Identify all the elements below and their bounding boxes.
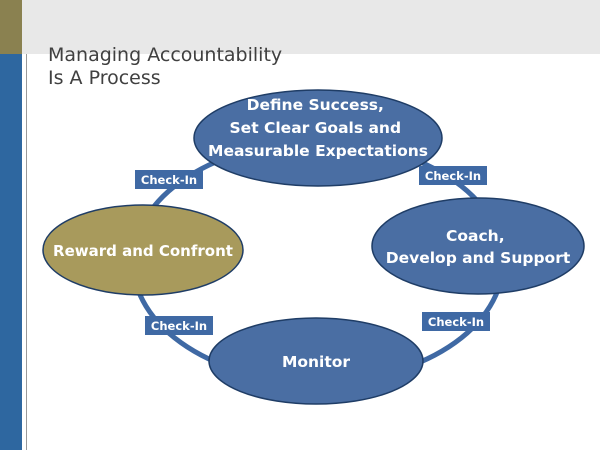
slide-title: Managing Accountability Is A Process xyxy=(48,44,282,90)
node-define-success-line-3: Measurable Expectations xyxy=(208,142,428,160)
check-in-tag-top-left-label: Check-In xyxy=(141,173,197,187)
check-in-tag-bottom-left-label: Check-In xyxy=(151,319,207,333)
node-monitor: Monitor xyxy=(208,317,424,405)
node-coach-line-1: Coach, xyxy=(446,227,505,245)
title-line-2: Is A Process xyxy=(48,67,161,89)
check-in-tag-bottom-left: Check-In xyxy=(145,316,213,335)
node-coach-line-2: Develop and Support xyxy=(386,249,571,267)
accent-strip-blue xyxy=(0,54,22,450)
check-in-tag-bottom-right: Check-In xyxy=(422,312,490,331)
node-reward-confront-label: Reward and Confront xyxy=(53,242,233,260)
check-in-tag-bottom-left-box xyxy=(145,316,213,335)
check-in-tag-top-right-box xyxy=(419,166,487,185)
node-define-success-shape xyxy=(193,89,443,187)
vertical-rule xyxy=(26,54,27,450)
node-monitor-line-1: Monitor xyxy=(282,353,350,371)
node-reward-confront-shape xyxy=(42,204,244,296)
title-line-1: Managing Accountability xyxy=(48,44,283,66)
node-define-success: Define Success, Set Clear Goals and Meas… xyxy=(193,89,443,187)
check-in-tag-bottom-right-label: Check-In xyxy=(428,315,484,329)
node-define-success-line-2: Set Clear Goals and xyxy=(230,119,402,137)
node-reward-confront: Reward and Confront xyxy=(42,204,244,296)
check-in-tag-top-left: Check-In xyxy=(135,170,203,189)
check-in-tag-bottom-right-box xyxy=(422,312,490,331)
node-coach: Coach, Develop and Support xyxy=(371,197,585,295)
check-in-tag-top-right-label: Check-In xyxy=(425,169,481,183)
node-coach-label: Coach, Develop and Support xyxy=(386,227,571,267)
check-in-tag-top-left-box xyxy=(135,170,203,189)
node-reward-confront-line-1: Reward and Confront xyxy=(53,242,233,260)
node-coach-shape xyxy=(371,197,585,295)
header-band xyxy=(0,0,600,54)
node-define-success-line-1: Define Success, xyxy=(247,96,384,114)
node-monitor-label: Monitor xyxy=(282,353,350,371)
check-in-tag-top-right: Check-In xyxy=(419,166,487,185)
node-monitor-shape xyxy=(208,317,424,405)
accent-strip-gold xyxy=(0,0,22,54)
node-define-success-label: Define Success, Set Clear Goals and Meas… xyxy=(208,96,428,160)
